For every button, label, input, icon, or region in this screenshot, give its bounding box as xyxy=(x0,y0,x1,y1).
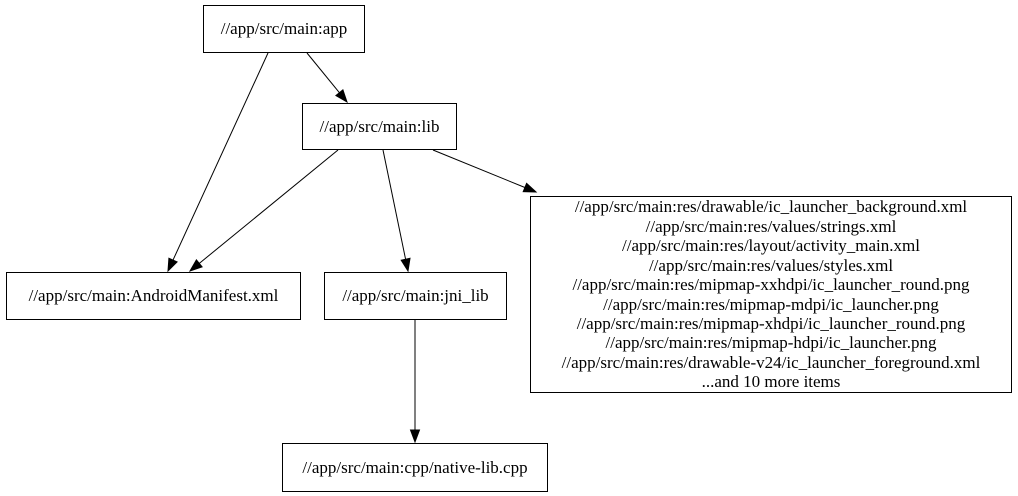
resource-file-label: //app/src/main:res/values/strings.xml xyxy=(645,216,897,236)
node-app: //app/src/main:app xyxy=(203,5,365,53)
node-native-lib-cpp-label: //app/src/main:cpp/native-lib.cpp xyxy=(302,457,528,477)
resource-file-label: //app/src/main:res/layout/activity_main.… xyxy=(622,236,920,256)
resource-file-label: //app/src/main:res/mipmap-mdpi/ic_launch… xyxy=(603,294,939,314)
resources-more-items-label: ...and 10 more items xyxy=(701,372,841,392)
edge-app-to-lib xyxy=(306,52,348,104)
node-jni-lib: //app/src/main:jni_lib xyxy=(324,272,507,320)
edge-lib-to-jni-lib xyxy=(382,149,411,273)
edge-jni-lib-to-native-lib xyxy=(409,320,421,444)
resource-file-label: //app/src/main:res/drawable-v24/ic_launc… xyxy=(561,352,981,372)
resource-file-label: //app/src/main:res/values/styles.xml xyxy=(648,255,894,275)
resource-file-label: //app/src/main:res/mipmap-xhdpi/ic_launc… xyxy=(576,313,966,333)
node-app-label: //app/src/main:app xyxy=(220,19,348,38)
node-lib: //app/src/main:lib xyxy=(302,103,457,150)
arrowhead-icon xyxy=(335,88,348,104)
node-android-manifest-label: //app/src/main:AndroidManifest.xml xyxy=(28,286,279,305)
node-resources-group: //app/src/main:res/drawable/ic_launcher_… xyxy=(530,196,1012,393)
arrowhead-icon xyxy=(409,429,421,444)
node-native-lib-cpp: //app/src/main:cpp/native-lib.cpp xyxy=(282,443,548,492)
edge-app-to-manifest xyxy=(167,52,269,273)
resource-file-label: //app/src/main:res/drawable/ic_launcher_… xyxy=(574,197,968,217)
node-android-manifest: //app/src/main:AndroidManifest.xml xyxy=(6,272,301,320)
node-jni-lib-label: //app/src/main:jni_lib xyxy=(342,286,489,305)
arrowhead-icon xyxy=(188,259,203,272)
resource-file-label: //app/src/main:res/mipmap-hdpi/ic_launch… xyxy=(605,333,937,353)
resource-file-label: //app/src/main:res/mipmap-xxhdpi/ic_laun… xyxy=(572,275,970,295)
node-lib-label: //app/src/main:lib xyxy=(319,116,440,136)
arrowhead-icon xyxy=(400,257,411,273)
arrowhead-icon xyxy=(167,257,178,273)
edge-lib-to-manifest xyxy=(188,149,339,272)
edge-lib-to-resources xyxy=(432,149,538,193)
arrowhead-icon xyxy=(522,182,538,193)
